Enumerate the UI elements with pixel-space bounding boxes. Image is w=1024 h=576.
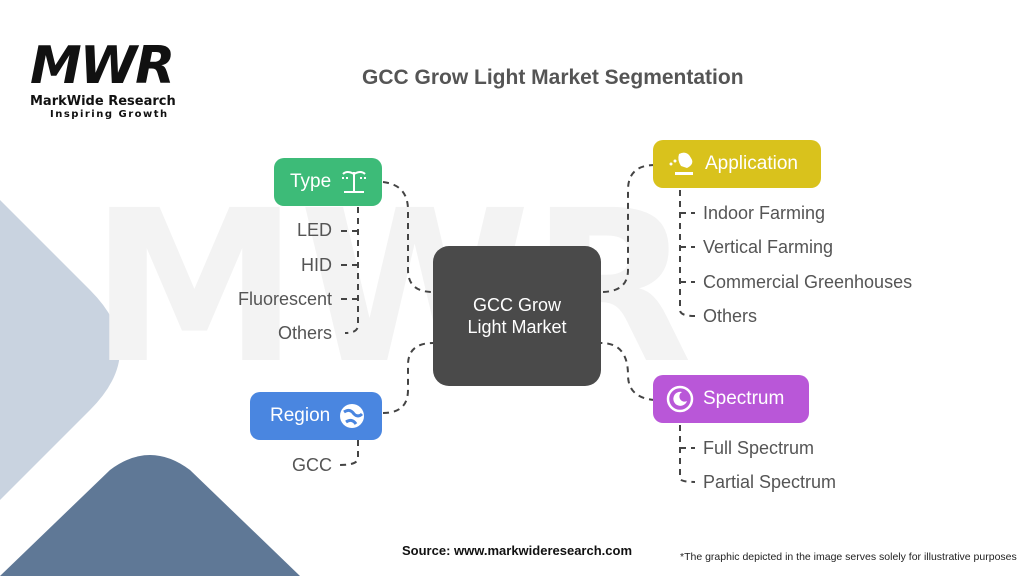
type-node: Type	[274, 158, 382, 206]
application-item: Indoor Farming	[703, 203, 826, 223]
plant-hand-icon	[669, 152, 693, 175]
center-line-1: GCC Grow	[472, 295, 561, 315]
spectrum-item: Full Spectrum	[703, 438, 815, 458]
type-label: Type	[290, 171, 332, 192]
spectrum-label: Spectrum	[703, 388, 785, 409]
brand-tagline: Inspiring Growth	[50, 109, 169, 120]
brand-name: MarkWide Research	[30, 94, 176, 109]
disclaimer-text: *The graphic depicted in the image serve…	[680, 551, 1017, 563]
spectrum-item: Partial Spectrum	[703, 472, 837, 492]
source-text: Source: www.markwideresearch.com	[402, 543, 633, 558]
application-node: Application	[653, 140, 821, 188]
application-item: Others	[703, 306, 758, 326]
application-item: Commercial Greenhouses	[703, 272, 913, 292]
brand-logo: MWR MarkWide Research Inspiring Growth	[30, 40, 190, 120]
spectrum-node: Spectrum	[653, 375, 809, 423]
type-item: Others	[277, 323, 332, 343]
application-label: Application	[705, 153, 798, 174]
region-item: GCC	[292, 455, 332, 475]
type-item: Fluorescent	[237, 289, 332, 309]
grow-lamp-icon	[342, 171, 367, 193]
region-node: Region	[250, 392, 382, 440]
application-item: Vertical Farming	[703, 237, 834, 257]
logo-mark: MWR	[30, 36, 175, 96]
region-label: Region	[270, 405, 331, 426]
globe-icon	[340, 404, 365, 428]
moon-circle-icon	[666, 385, 694, 413]
type-item: LED	[296, 220, 332, 240]
center-line-2: Light Market	[467, 317, 567, 337]
type-item: HID	[301, 255, 332, 275]
page-title: GCC Grow Light Market Segmentation	[362, 66, 744, 89]
